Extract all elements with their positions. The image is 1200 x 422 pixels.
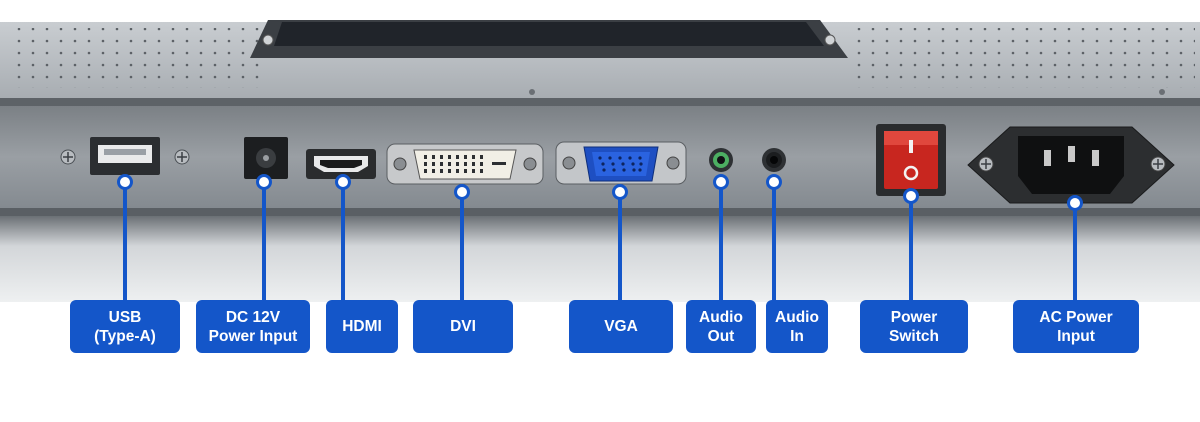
lower-lip xyxy=(0,216,1200,302)
vent-holes-right xyxy=(850,28,1195,88)
ac-power-inlet xyxy=(967,126,1175,204)
label-audio-in: Audio In xyxy=(766,300,828,353)
callout-dot-dc xyxy=(256,174,272,190)
callout-dot-usb xyxy=(117,174,133,190)
dvi-port xyxy=(386,143,544,185)
label-ac-power: AC Power Input xyxy=(1013,300,1139,353)
hdmi-port xyxy=(306,149,376,179)
callout-dot-ac-power xyxy=(1067,195,1083,211)
callout-dot-power-switch xyxy=(903,188,919,204)
label-power-switch: Power Switch xyxy=(860,300,968,353)
callout-dot-dvi xyxy=(454,184,470,200)
callout-dot-vga xyxy=(612,184,628,200)
audio-in-jack xyxy=(762,148,786,172)
power-switch xyxy=(876,124,946,196)
callout-lines xyxy=(117,174,1083,300)
callout-dot-hdmi xyxy=(335,174,351,190)
label-dvi: DVI xyxy=(413,300,513,353)
usb-port xyxy=(60,137,190,175)
vent-holes-left xyxy=(10,28,260,88)
label-audio-out: Audio Out xyxy=(686,300,756,353)
label-dc-12v: DC 12V Power Input xyxy=(196,300,310,353)
dc-12v-jack xyxy=(244,137,288,179)
callout-dot-audio-out xyxy=(713,174,729,190)
callout-dot-audio-in xyxy=(766,174,782,190)
audio-out-jack xyxy=(709,148,733,172)
label-vga: VGA xyxy=(569,300,673,353)
label-hdmi: HDMI xyxy=(326,300,398,353)
label-usb: USB (Type-A) xyxy=(70,300,180,353)
vga-port xyxy=(555,141,687,185)
